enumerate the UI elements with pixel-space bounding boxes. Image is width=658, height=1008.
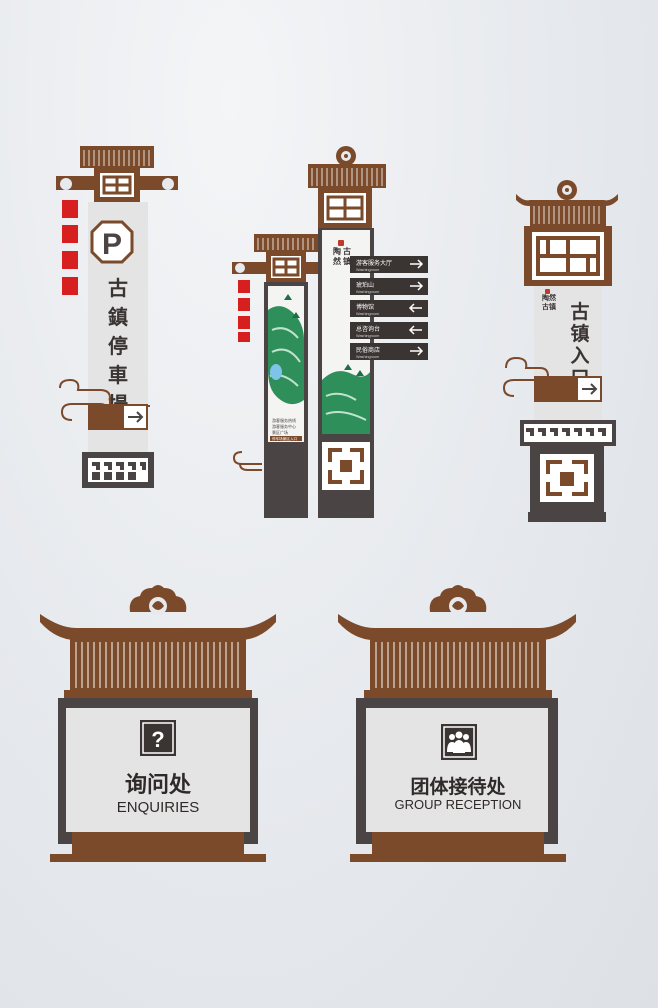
direction-label-zh: 民俗商店 [356, 346, 380, 354]
red-tab-column [62, 200, 78, 295]
direction-label-zh: 总咨询台 [356, 325, 380, 333]
fret-pattern-icon [546, 460, 588, 496]
roof-slats [70, 638, 246, 690]
map-note: 游客服务热线 [272, 417, 296, 423]
group-title-en: GROUP RECEPTION [395, 797, 522, 812]
roof-beam [364, 690, 552, 698]
fret-pattern-icon [328, 448, 364, 484]
entrance-title-char: 古 [570, 300, 589, 323]
group-title-zh: 团体接待处 [410, 775, 506, 798]
roof-eave [338, 614, 576, 640]
cloud-ornament-icon [429, 585, 487, 615]
cloud-swirl-decoration [502, 379, 534, 397]
red-seal-icon [545, 289, 550, 294]
parking-symbol: P [102, 228, 122, 261]
brand-char: 然 [333, 256, 341, 266]
roof-slats [80, 146, 154, 168]
direction-strip: 博物馆 Washingroom [350, 300, 428, 317]
arrow-right-icon [410, 346, 424, 356]
direction-label-en: Washingroom [356, 334, 379, 338]
brand-char: 古 [542, 302, 549, 311]
arrow-right-icon [128, 411, 144, 423]
cloud-swirl-decoration [505, 356, 549, 384]
entrance-title-char: 镇 [570, 322, 589, 345]
arrow-left-icon [408, 303, 422, 313]
brand-char: 古 [343, 246, 351, 256]
enquiries-plinth [72, 832, 244, 854]
brand-char: 镇 [549, 302, 556, 311]
lattice-window [318, 188, 372, 228]
brand-char: 陶 [333, 246, 341, 256]
lattice-window [266, 252, 306, 282]
map-footer-bar [270, 436, 302, 441]
map-illustration [322, 364, 370, 434]
map-sign-brand: 陶 然 古 镇 [333, 240, 351, 266]
entrance-sign: 陶 然 古 镇 古 镇 入 口 [502, 180, 618, 522]
map-illustration [268, 294, 304, 405]
lattice-window [524, 226, 612, 286]
map-note: 游客服务中心 [272, 423, 296, 429]
enquiries-title-en: ENQUIRIES [117, 799, 200, 816]
roof-slats [530, 202, 606, 226]
direction-label-zh: 游客服务大厅 [356, 259, 392, 267]
parking-sign: P 古 鎮 停 車 場 [56, 146, 178, 488]
roof-slats [370, 638, 546, 690]
arrow-right-icon [410, 259, 424, 269]
ornament-top-icon [336, 146, 356, 166]
group-reception-sign: 团体接待处 GROUP RECEPTION [338, 585, 576, 862]
group-base [350, 854, 566, 862]
direction-label-zh: 琥珀山 [356, 281, 374, 289]
brand-char: 然 [549, 293, 556, 302]
entrance-brand: 陶 然 古 镇 [542, 289, 556, 311]
parking-title-char: 古 [108, 276, 128, 300]
entrance-title: 古 镇 入 口 [570, 300, 589, 389]
roof-beam [64, 690, 252, 698]
parking-title: 古 鎮 停 車 場 [108, 276, 128, 416]
red-seal-icon [338, 240, 344, 246]
map-sign: 游客服务热线 游客服务中心 景区广场 停车场景区入口 [232, 146, 428, 518]
map-note: 景区广场 [272, 429, 288, 435]
brand-char: 陶 [542, 293, 549, 302]
cloud-ornament-icon [129, 585, 187, 615]
lattice-window [94, 168, 140, 202]
arrow-right-icon [582, 383, 598, 395]
arrow-right-icon [410, 281, 424, 291]
direction-label-en: Washingroom [356, 355, 379, 359]
enquiries-base [50, 854, 266, 862]
cloud-swirl-decoration [239, 463, 262, 471]
entrance-foot [528, 512, 606, 522]
direction-strip: 总咨询台 Washingroom [350, 322, 428, 339]
cloud-swirl-decoration [59, 378, 150, 407]
group-people-icon [441, 724, 477, 760]
direction-label-zh: 博物馆 [356, 303, 374, 311]
direction-label-en: Washingroom [356, 312, 379, 316]
enquiries-sign: ? 询问处 ENQUIRIES [40, 585, 276, 862]
cloud-swirl-decoration [232, 451, 262, 465]
parking-title-char: 車 [108, 363, 128, 387]
fret-pattern-icon [526, 428, 606, 436]
parking-title-char: 鎮 [108, 305, 128, 329]
map-note: 停车场景区入口 [272, 436, 298, 441]
ornament-top-icon [557, 180, 577, 200]
roof-slats [254, 234, 318, 252]
question-glyph: ? [151, 727, 164, 752]
question-mark-icon [140, 720, 176, 756]
red-tab-column [238, 280, 250, 342]
direction-strip: 民俗商店 Washingroom [350, 343, 428, 360]
direction-label-en: Washingroom [356, 290, 379, 294]
parking-title-char: 停 [108, 334, 128, 358]
parking-octagon-icon [90, 220, 134, 264]
entrance-title-char: 入 [570, 345, 589, 367]
direction-label-en: Washingroom [356, 268, 379, 272]
fret-pattern-icon [92, 462, 146, 480]
brand-char: 镇 [343, 256, 351, 266]
group-plinth [372, 832, 544, 854]
enquiries-title-zh: 询问处 [125, 772, 191, 798]
arrow-left-icon [408, 325, 422, 335]
direction-strip: 琥珀山 Washingroom [350, 278, 428, 295]
direction-strip: 游客服务大厅 Washingroom [350, 256, 428, 273]
roof-eave [40, 614, 276, 640]
